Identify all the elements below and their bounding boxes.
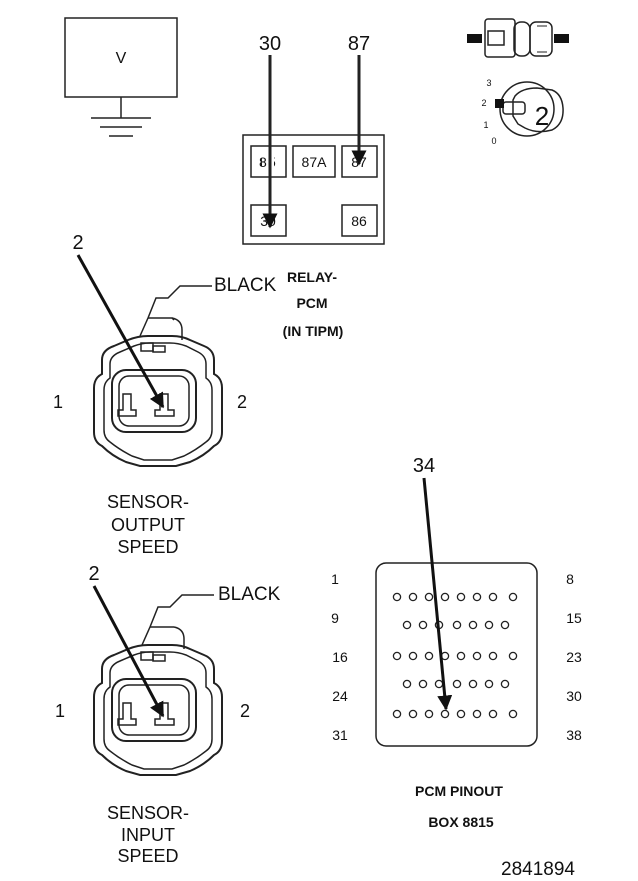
input-sensor-callout: 2	[88, 563, 99, 585]
key-icon	[467, 18, 569, 58]
output-speed-sensor: BLACK 2 1 2 SENSOR- OUTPUT SPEED	[53, 232, 277, 557]
pcm-caption-line-1: PCM PINOUT	[415, 783, 503, 799]
input-sensor-pin-right: 2	[240, 701, 250, 721]
voltmeter-symbol: V	[64, 17, 178, 137]
ignition-position-0: 0	[491, 136, 496, 146]
relay-pcm: 85 87A 87 30 86 8 30 87 RELAY- PCM (IN T…	[242, 33, 385, 339]
relay-pin-86-label: 86	[351, 213, 367, 229]
relay-callout-30: 30	[259, 33, 281, 55]
pcm-pin	[418, 620, 428, 630]
pcm-pin	[440, 709, 450, 719]
ignition-position-2: 2	[481, 98, 486, 108]
output-sensor-caption-line-3: SPEED	[117, 537, 178, 557]
pcm-pinout: 1 9 16 24 31 8 15 23 30 38 34 PCM PINOUT…	[331, 455, 582, 830]
pcm-pin	[424, 709, 434, 719]
input-sensor-pin-left: 1	[55, 701, 65, 721]
relay-caption-line-1: RELAY-	[287, 269, 337, 285]
pcm-pin	[472, 651, 482, 661]
input-speed-sensor: BLACK 2 1 2 SENSOR- INPUT SPEED	[55, 563, 281, 866]
pcm-pin	[488, 709, 498, 719]
pcm-pin	[424, 592, 434, 602]
input-sensor-caption-line-1: SENSOR-	[107, 803, 189, 823]
pcm-row-label-right-2: 15	[566, 610, 582, 626]
relay-pin-87a	[292, 145, 336, 178]
pcm-row-label-left-4: 24	[332, 688, 348, 704]
pcm-pin	[456, 709, 466, 719]
pcm-pin	[500, 679, 510, 689]
pcm-connector-face	[375, 562, 538, 747]
output-sensor-pin-left: 1	[53, 392, 63, 412]
pcm-pin	[508, 592, 518, 602]
pcm-row-label-right-3: 23	[566, 649, 582, 665]
pcm-row-label-right-5: 38	[566, 727, 582, 743]
pcm-pin	[440, 592, 450, 602]
relay-callout-87: 87	[348, 33, 370, 55]
pcm-pin	[452, 620, 462, 630]
pcm-pin	[402, 620, 412, 630]
pcm-caption-line-2: BOX 8815	[428, 814, 494, 830]
relay-caption-line-3: (IN TIPM)	[283, 323, 344, 339]
pcm-pin	[418, 679, 428, 689]
input-sensor-caption-line-2: INPUT	[121, 825, 175, 845]
pcm-row-label-left-2: 9	[331, 610, 339, 626]
pcm-pin	[392, 592, 402, 602]
pcm-pin-grid	[392, 592, 518, 719]
pcm-pin	[508, 651, 518, 661]
pcm-pin	[508, 709, 518, 719]
pcm-row-label-left-5: 31	[332, 727, 348, 743]
pcm-pin	[456, 651, 466, 661]
ignition-switch: 3 2 1 0 2	[467, 18, 569, 146]
relay-pin-30-label: 30	[260, 213, 276, 229]
svg-text:8: 8	[259, 154, 267, 170]
pcm-pin	[392, 651, 402, 661]
pcm-pin	[488, 651, 498, 661]
pcm-row-label-left-1: 1	[331, 571, 339, 587]
pcm-pin	[472, 592, 482, 602]
pcm-pin	[408, 592, 418, 602]
pcm-pin	[468, 620, 478, 630]
pcm-pin	[468, 679, 478, 689]
output-sensor-pin-right: 2	[237, 392, 247, 412]
pcm-row-label-right-4: 30	[566, 688, 582, 704]
pcm-pin	[500, 620, 510, 630]
pcm-pin	[484, 620, 494, 630]
ignition-position-3: 3	[486, 78, 491, 88]
figure-id: 2841894	[501, 859, 575, 880]
pcm-pin	[408, 709, 418, 719]
pcm-pin	[424, 651, 434, 661]
relay-pin-87a-label: 87A	[302, 154, 328, 170]
ignition-cylinder-icon: 3 2 1 0 2	[481, 78, 564, 146]
pcm-pin	[452, 679, 462, 689]
pcm-pin	[402, 679, 412, 689]
voltmeter-label: V	[116, 50, 127, 67]
input-sensor-caption-line-3: SPEED	[117, 846, 178, 866]
pcm-row-label-right-1: 8	[566, 571, 574, 587]
pcm-pin	[488, 592, 498, 602]
relay-caption-line-2: PCM	[296, 295, 327, 311]
output-sensor-arrow	[76, 254, 165, 409]
input-sensor-arrow	[92, 585, 165, 718]
ignition-position-1: 1	[483, 120, 488, 130]
pcm-pin	[472, 709, 482, 719]
pcm-arrow	[422, 477, 453, 711]
input-sensor-wire-color: BLACK	[218, 584, 281, 605]
pcm-row-label-left-3: 16	[332, 649, 348, 665]
pcm-callout: 34	[413, 455, 435, 477]
pcm-pin	[408, 651, 418, 661]
output-sensor-callout: 2	[72, 232, 83, 254]
output-sensor-caption-line-2: OUTPUT	[111, 515, 185, 535]
ignition-selected-position: 2	[535, 101, 549, 131]
relay-pin-86	[341, 204, 378, 237]
pcm-pin	[392, 709, 402, 719]
pcm-pin	[456, 592, 466, 602]
output-sensor-caption-line-1: SENSOR-	[107, 492, 189, 512]
pcm-pin	[434, 679, 444, 689]
pcm-pin	[484, 679, 494, 689]
output-sensor-wire-color: BLACK	[214, 275, 277, 296]
